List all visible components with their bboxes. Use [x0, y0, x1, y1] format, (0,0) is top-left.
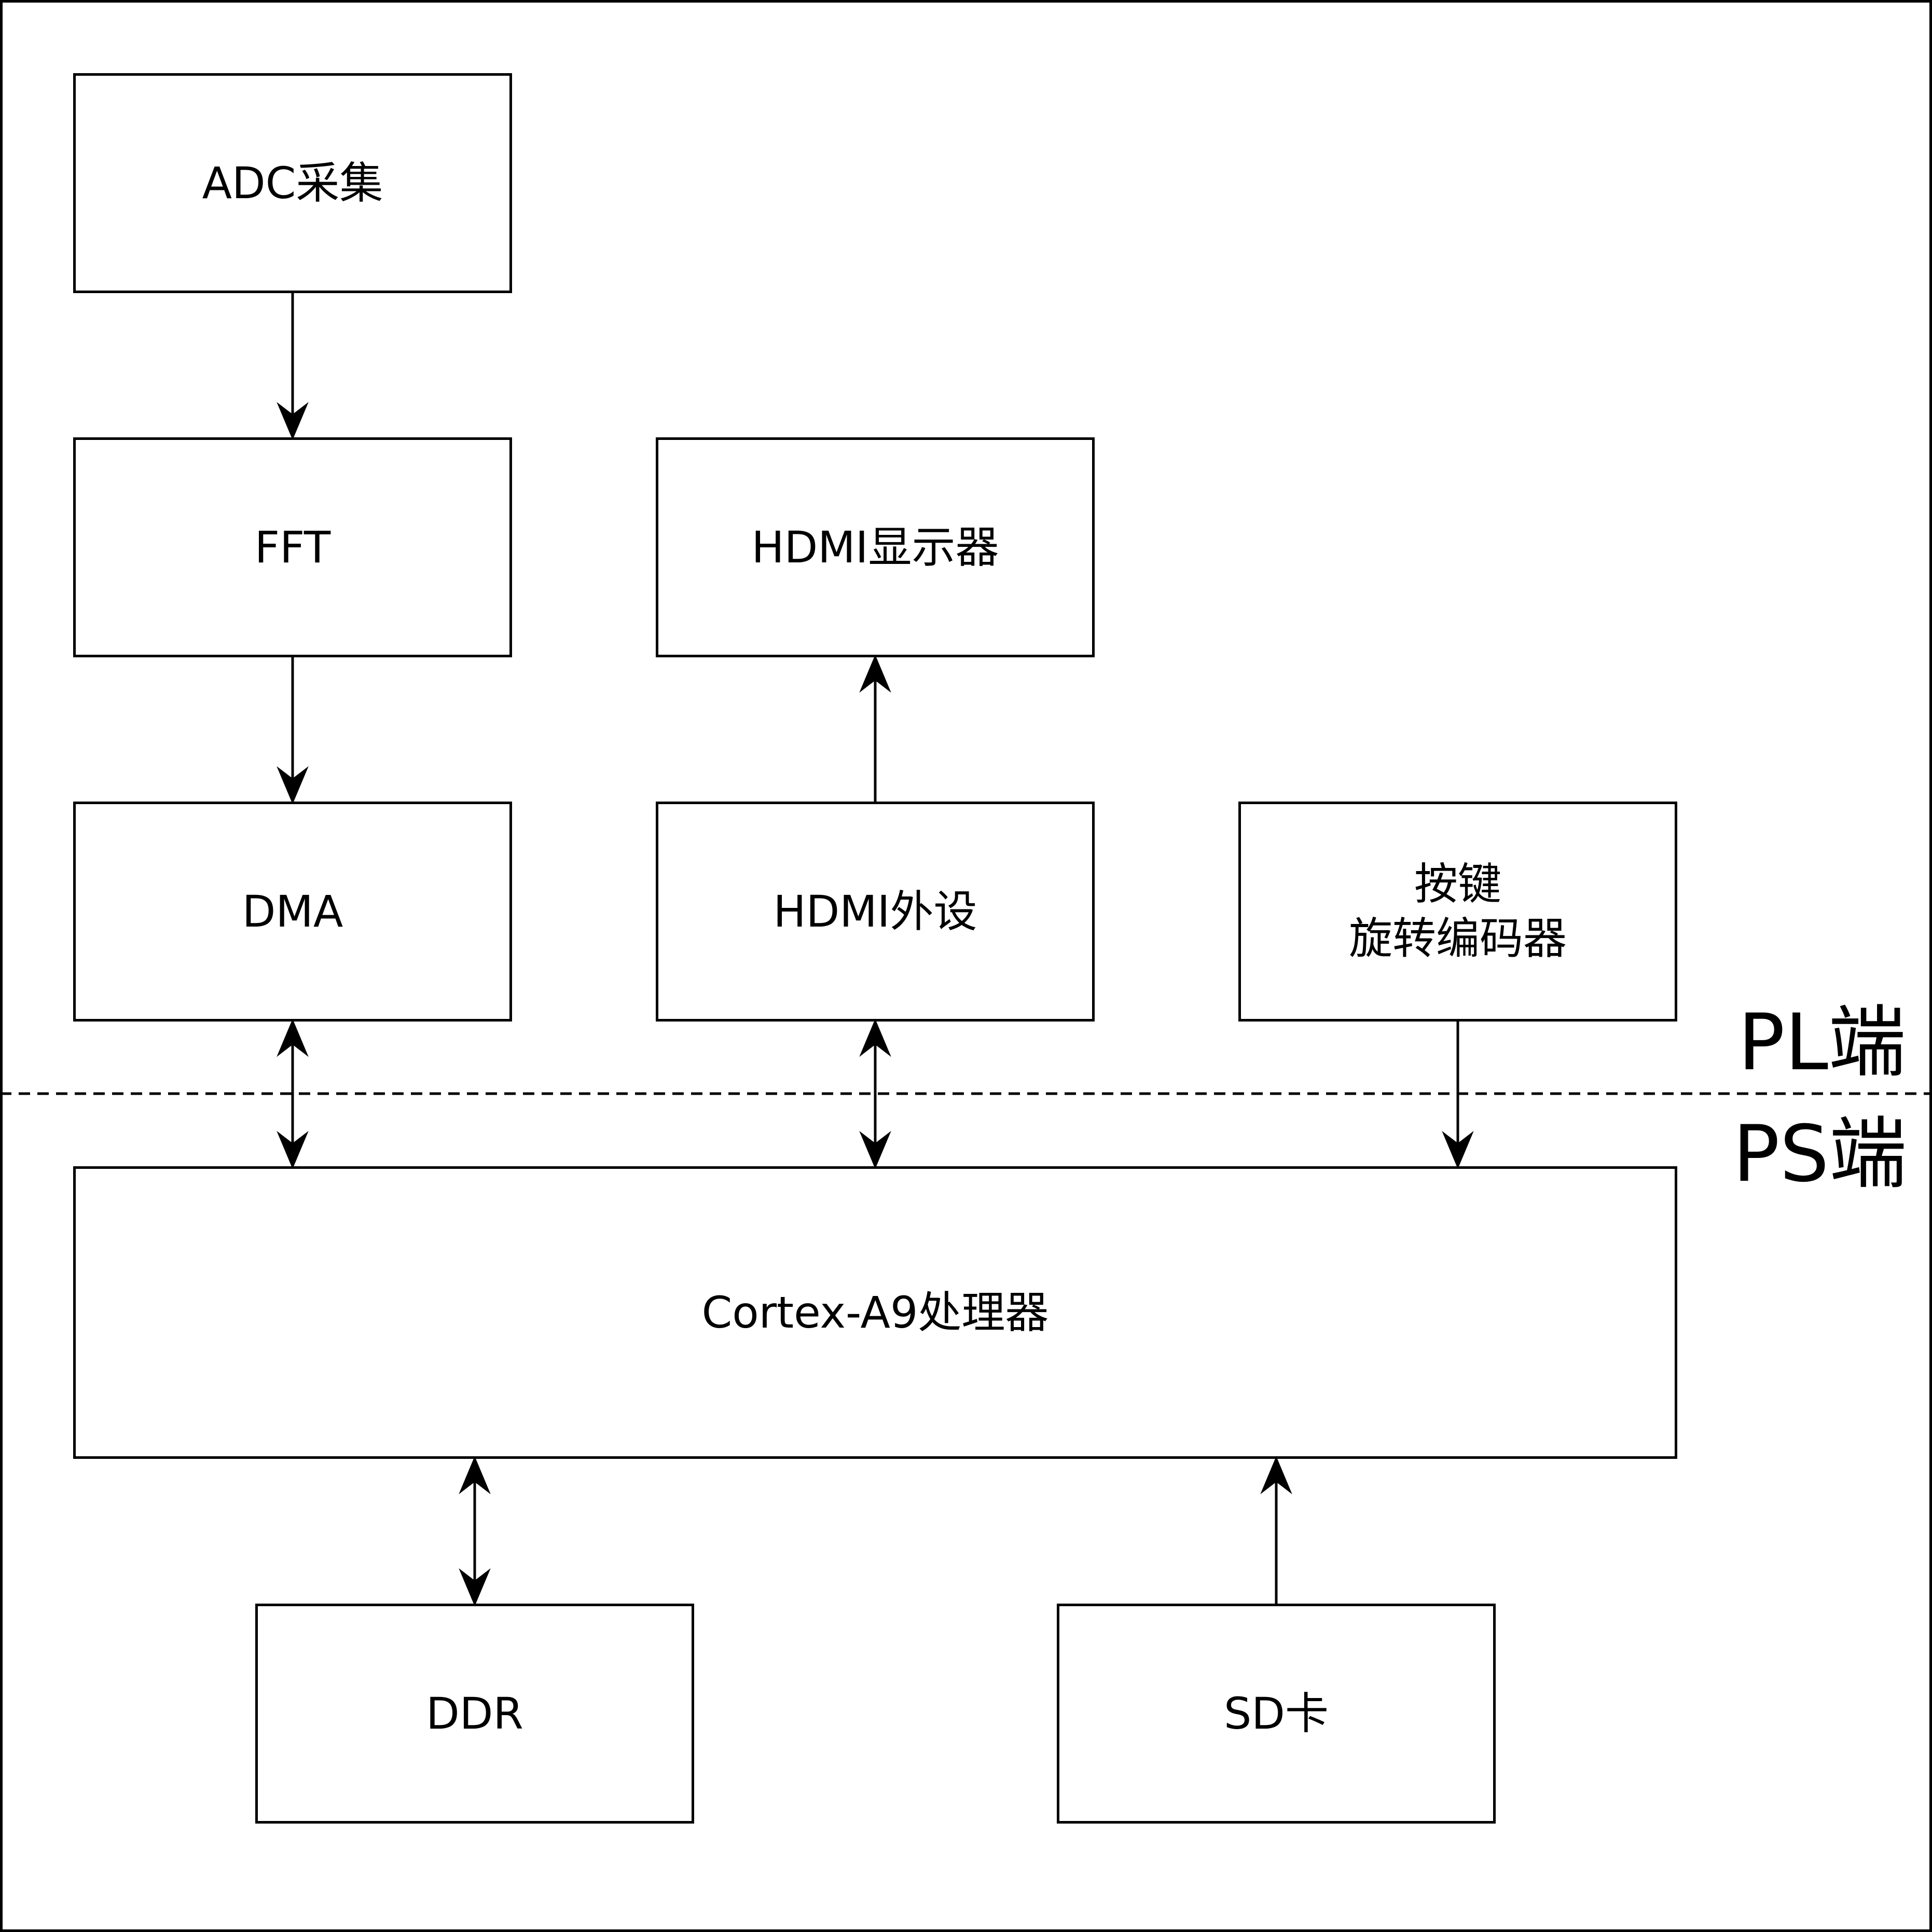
edge-layer [277, 293, 1474, 1607]
edge-hdmi-peripheral-to-hdmi-display [859, 654, 891, 802]
sd-card-block-label: SD卡 [1223, 1688, 1329, 1739]
edge-adc-to-fft [277, 293, 309, 440]
cpu-block-label: Cortex-A9处理器 [701, 1287, 1049, 1338]
edge-keys-to-cpu [1442, 1022, 1474, 1169]
keys-label: 按键 [1414, 859, 1501, 909]
fft-block: FFT [73, 437, 512, 657]
edge-dma-to-cpu [277, 1018, 309, 1169]
edge-fft-to-dma [277, 657, 309, 805]
adc-block-label: ADC采集 [202, 157, 383, 209]
ddr-block-label: DDR [426, 1688, 523, 1739]
hdmi-display-block: HDMI显示器 [656, 437, 1095, 657]
hdmi-display-block-label: HDMI显示器 [751, 521, 999, 573]
edge-cpu-to-ddr [459, 1456, 491, 1607]
ps-zone-label: PS端 [1733, 1109, 1907, 1199]
cpu-block: Cortex-A9处理器 [73, 1166, 1677, 1459]
adc-block: ADC采集 [73, 73, 512, 293]
edge-hdmi-peripheral-to-cpu [859, 1018, 891, 1169]
hdmi-peripheral-block-label: HDMI外设 [773, 886, 977, 937]
encoder-label: 旋转编码器 [1348, 913, 1567, 964]
ddr-block: DDR [255, 1604, 694, 1824]
sd-card-block: SD卡 [1057, 1604, 1496, 1824]
keys-encoder-block: 按键 旋转编码器 [1238, 802, 1677, 1022]
hdmi-peripheral-block: HDMI外设 [656, 802, 1095, 1022]
fft-block-label: FFT [254, 521, 331, 573]
edge-sd-to-cpu [1260, 1456, 1292, 1604]
dma-block: DMA [73, 802, 512, 1022]
dma-block-label: DMA [242, 886, 343, 937]
pl-zone-label: PL端 [1738, 998, 1907, 1088]
